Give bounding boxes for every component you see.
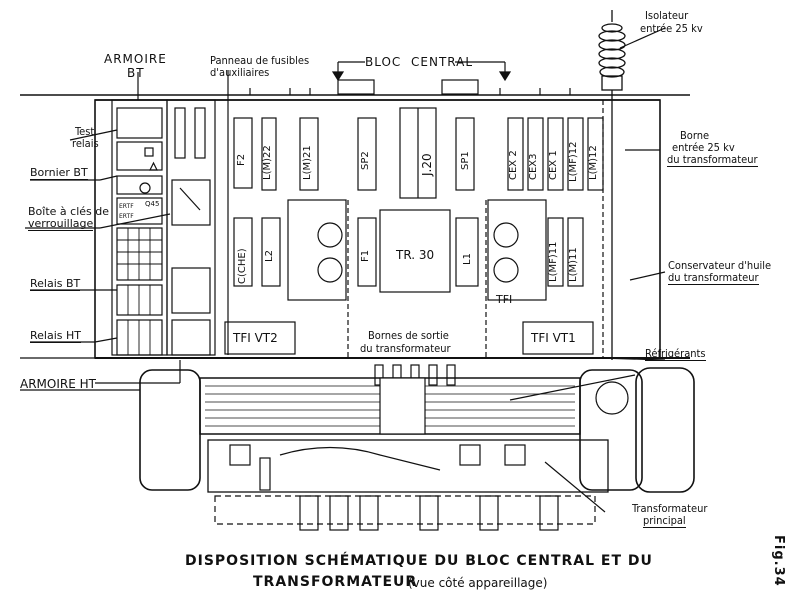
tfi-vt2-label: TFI VT2: [233, 331, 278, 345]
ertf-label-1: ERTF: [119, 203, 134, 210]
panneau-fusibles-label: Panneau de fusibles: [210, 54, 310, 67]
borne-label: Borne: [680, 129, 710, 142]
boite-cles-label: Boîte à clés de: [28, 205, 109, 218]
conservateur-transfo-label: du transformateur: [668, 271, 759, 285]
tr30-label: TR. 30: [396, 248, 435, 262]
lmf12-label: L(MF)12: [568, 141, 579, 182]
bornes-sortie-transfo-label: du transformateur: [360, 342, 451, 355]
verrouillage-label: verrouillage: [28, 217, 94, 231]
lm12-label: L(M)12: [588, 145, 599, 180]
transformateur-label: Transformateur: [632, 502, 708, 515]
lm21-label: L(M)21: [302, 145, 313, 180]
central-label: CENTRAL: [411, 55, 474, 69]
tfi-vt1-label: TFI VT1: [531, 331, 576, 345]
borne-transfo-label: du transformateur: [667, 153, 758, 167]
armoire-bt-label: ARMOIRE: [104, 52, 167, 66]
cex3-label: CEX3: [528, 153, 539, 180]
conservateur-label: Conservateur d'huile: [668, 259, 772, 272]
principal-label: principal: [643, 514, 686, 528]
cche-label: C(CHE): [237, 248, 248, 284]
panneau-auxiliaires-label: d'auxiliaires: [210, 66, 270, 79]
bornier-bt-label: Bornier BT: [30, 166, 88, 180]
sp1-label: SP1: [460, 151, 471, 170]
relais-bt-label: Relais BT: [30, 277, 81, 291]
ertf-label-2: ERTF: [119, 213, 134, 220]
test-relais-label: Test: [75, 125, 95, 138]
refrigerants-label: Réfrigérants: [645, 347, 706, 361]
armoire-bt-label-2: BT: [127, 66, 145, 80]
l2-label: L2: [264, 250, 275, 262]
f2-label: F2: [236, 153, 247, 166]
j20-label: J.20: [420, 153, 434, 176]
armoire-ht-label: ARMOIRE HT: [20, 377, 96, 391]
bornes-sortie-label: Bornes de sortie: [368, 329, 449, 342]
caption-line-1: DISPOSITION SCHÉMATIQUE DU BLOC CENTRAL …: [185, 553, 653, 569]
sp2-label: SP2: [360, 151, 371, 170]
bloc-label: BLOC: [365, 55, 402, 69]
lm22-label: L(M)22: [262, 145, 273, 180]
relais-ht-label: Relais HT: [30, 329, 81, 343]
q45-label: Q45: [145, 200, 160, 208]
l1-label: L1: [462, 253, 473, 265]
lm11-label: L(M)11: [568, 247, 579, 282]
isolateur-entree-label: entrée 25 kv: [640, 22, 703, 35]
tfi-label: TFI: [496, 293, 513, 306]
borne-entree-label: entrée 25 kv: [672, 141, 735, 154]
figure-number: Fig.34: [771, 535, 786, 587]
cex2-label: CEX 2: [508, 150, 519, 180]
cex1-label: CEX 1: [548, 150, 559, 180]
f1-label: F1: [360, 249, 371, 262]
test-relais-label-2: relais: [72, 137, 99, 150]
lmf11-label: L(MF)11: [548, 241, 559, 282]
isolateur-label: Isolateur: [645, 9, 689, 22]
caption-subtitle: (vue côté appareillage): [408, 576, 548, 590]
caption-line-2: TRANSFORMATEUR: [253, 574, 418, 590]
